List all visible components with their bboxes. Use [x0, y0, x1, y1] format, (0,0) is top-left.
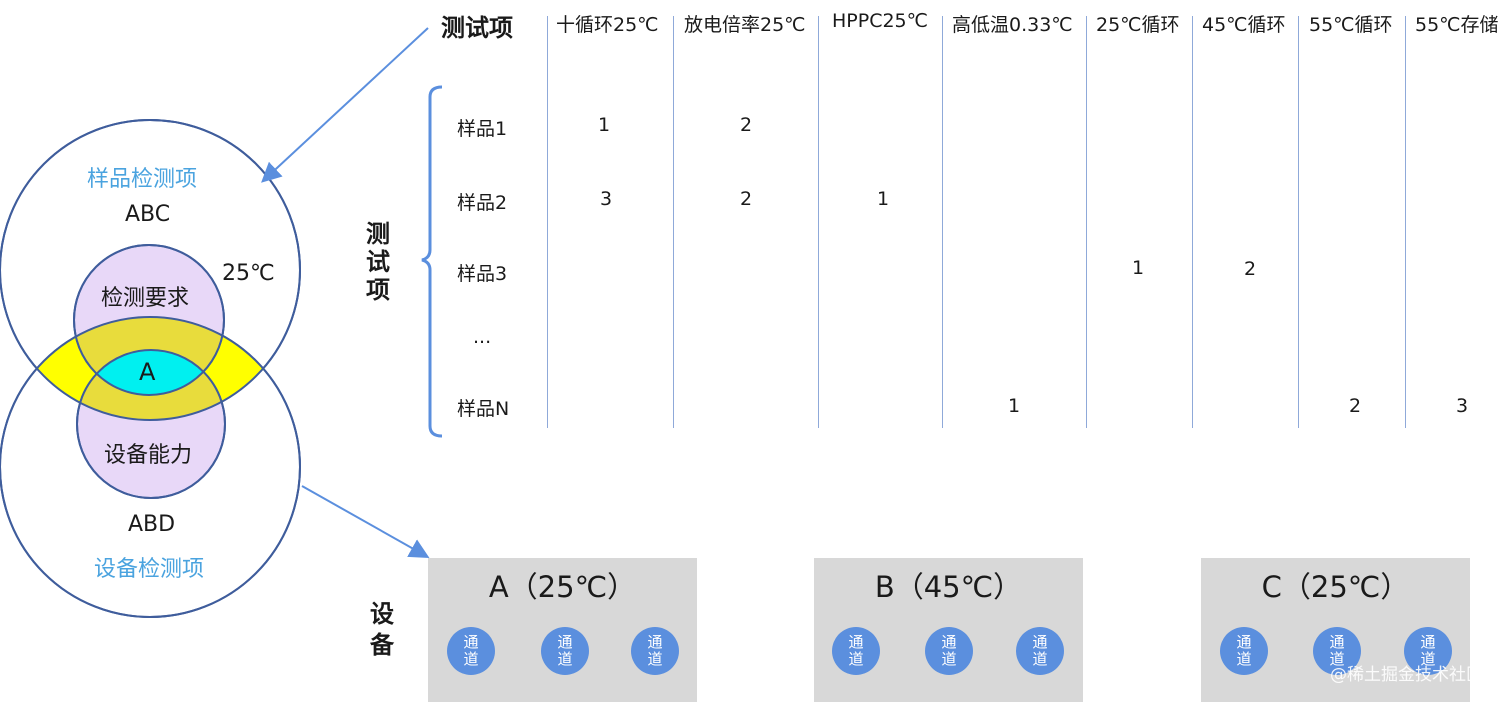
channel-badge: 通道: [1016, 627, 1064, 675]
device-card-c: C（25℃） 通道 通道 通道: [1201, 558, 1470, 702]
column-header: 放电倍率25℃: [684, 14, 806, 36]
row-bracket: [421, 85, 443, 438]
big-lens: [0, 317, 300, 420]
row-label: 样品1: [457, 118, 508, 140]
arrow-to-device: [301, 485, 430, 558]
row-axis-char: 项: [366, 276, 390, 304]
channel-badge: 通道: [832, 627, 880, 675]
table-cell: 2: [739, 188, 753, 210]
device-section-label: 设 备: [368, 599, 396, 661]
capability-label: 设备能力: [104, 443, 193, 468]
row-label: 样品2: [457, 192, 508, 214]
column-divider: [1298, 16, 1299, 428]
device-items-value: ABD: [128, 512, 176, 537]
channel-badge: 通道: [541, 627, 589, 675]
temperature-label: 25℃: [222, 261, 275, 286]
device-card-a: A（25℃） 通道 通道 通道: [428, 558, 697, 702]
requirement-label: 检测要求: [101, 286, 190, 311]
arrow-to-sample: [261, 27, 429, 183]
column-divider: [673, 16, 674, 428]
table-cell: 2: [1243, 258, 1257, 280]
column-header: 25℃循环: [1096, 14, 1180, 36]
column-divider: [1086, 16, 1087, 428]
column-header: 45℃循环: [1202, 14, 1286, 36]
channel-badge: 通道: [1220, 627, 1268, 675]
column-divider: [1405, 16, 1406, 428]
watermark: @稀土掘金技术社区: [1330, 665, 1483, 685]
sample-items-value: ABC: [125, 202, 171, 227]
device-card-b: B（45℃） 通道 通道 通道: [814, 558, 1083, 702]
column-header: 55℃存储: [1415, 14, 1499, 36]
table-cell: 2: [1348, 395, 1362, 417]
device-label-char: 备: [370, 631, 394, 659]
device-title: A（25℃）: [488, 570, 637, 604]
table-cell: 1: [597, 114, 611, 136]
row-axis-char: 试: [366, 248, 390, 276]
table-title: 测试项: [441, 14, 513, 42]
row-axis-char: 测: [366, 220, 390, 248]
column-header: 高低温0.33℃: [952, 14, 1073, 36]
column-divider: [1192, 16, 1193, 428]
channel-badge: 通道: [925, 627, 973, 675]
channel-badge: 通道: [1404, 627, 1452, 675]
table-cell: 1: [1007, 395, 1021, 417]
row-axis-label: 测 试 项: [364, 220, 392, 304]
column-divider: [547, 16, 548, 428]
table-cell: 2: [739, 114, 753, 136]
column-header: 十循环25℃: [556, 14, 659, 36]
channel-badge: 通道: [447, 627, 495, 675]
column-header: 55℃循环: [1309, 14, 1393, 36]
channel-badge: 通道: [631, 627, 679, 675]
column-header: HPPC25℃: [832, 10, 928, 32]
row-label: 样品N: [457, 398, 510, 420]
device-label-char: 设: [370, 600, 394, 628]
channel-badge: 通道: [1313, 627, 1361, 675]
device-title: B（45℃）: [874, 570, 1023, 604]
row-label: 样品3: [457, 263, 508, 285]
table-cell: 1: [876, 188, 890, 210]
table-cell: 3: [599, 188, 613, 210]
device-title: C（25℃）: [1261, 570, 1410, 604]
column-divider: [942, 16, 943, 428]
center-label: A: [139, 358, 156, 386]
table-cell: 1: [1131, 257, 1145, 279]
row-label: ...: [473, 326, 492, 348]
column-divider: [818, 16, 819, 428]
device-items-title: 设备检测项: [94, 557, 205, 582]
table-cell: 3: [1455, 395, 1469, 417]
sample-items-title: 样品检测项: [87, 167, 198, 192]
